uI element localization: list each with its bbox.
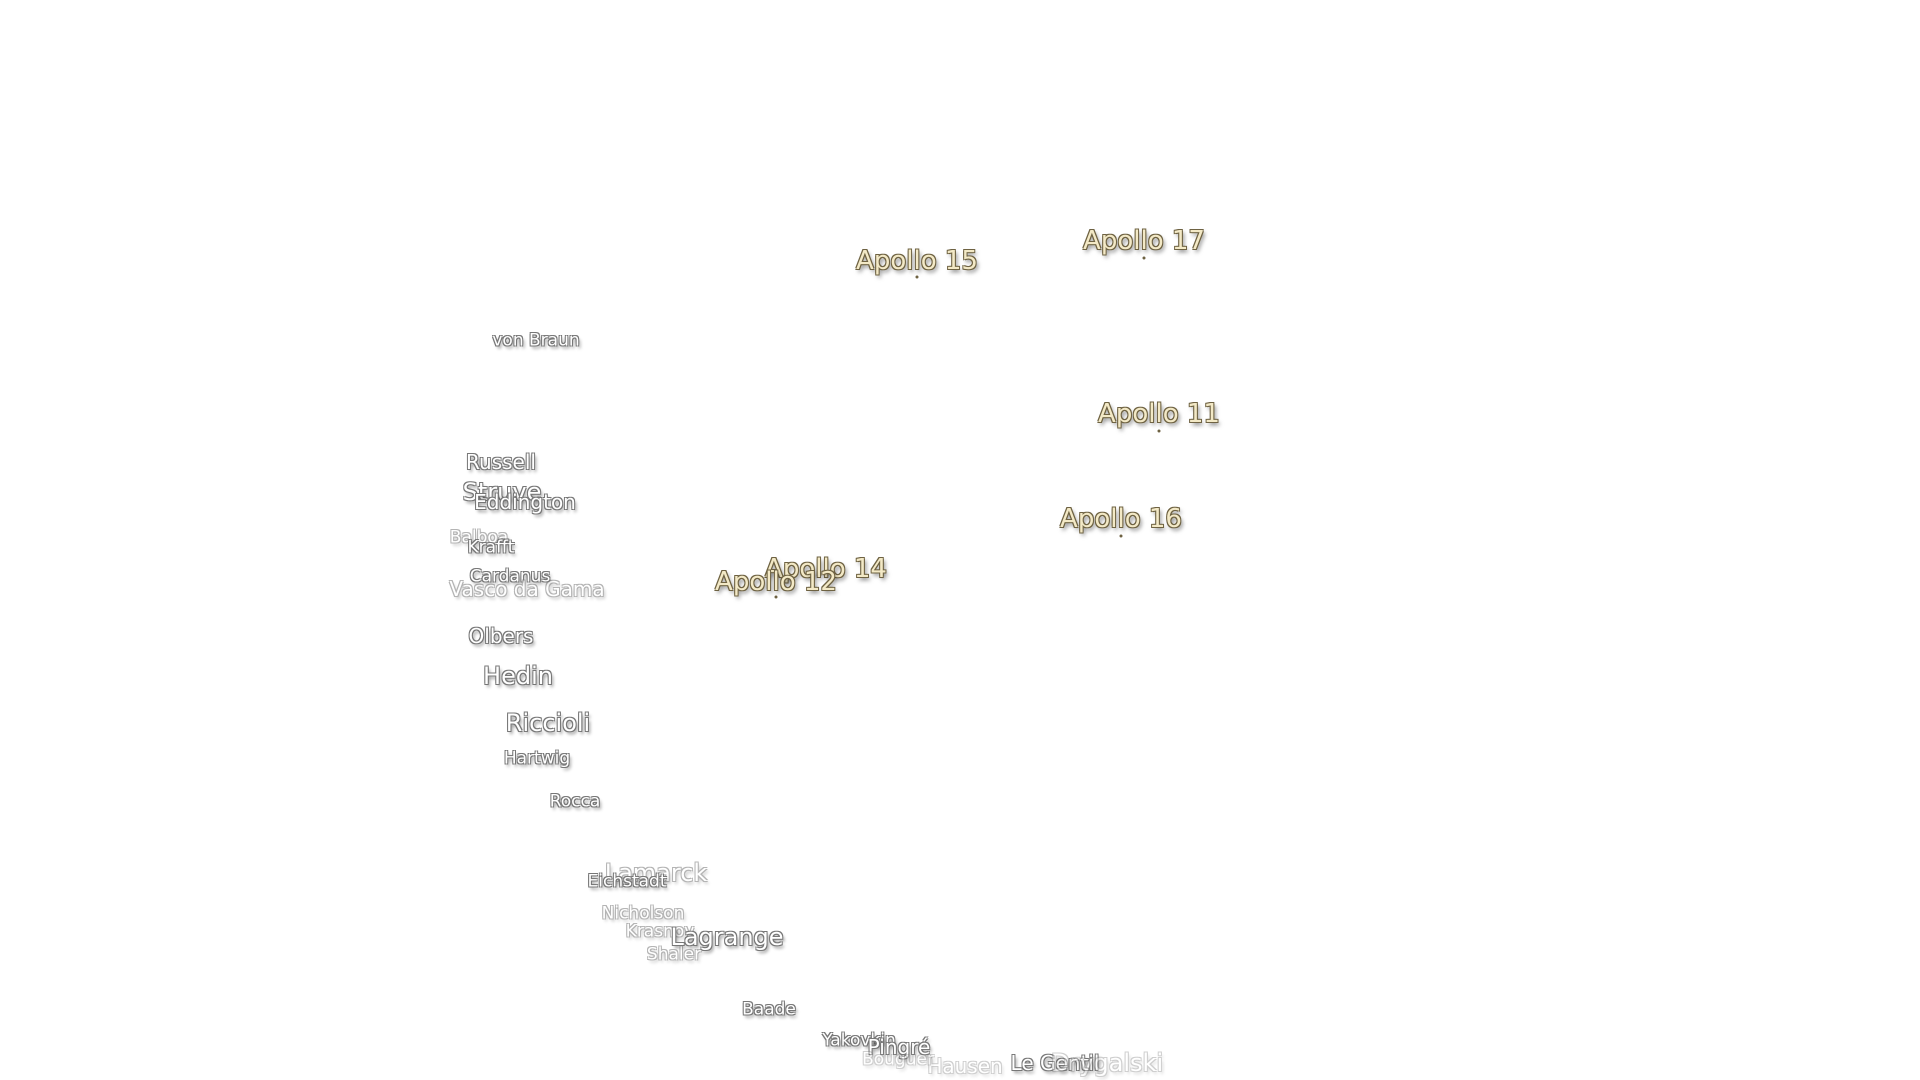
crater-label-le-gentil[interactable]: Le Gentil: [1010, 1051, 1100, 1075]
crater-label-shaler[interactable]: Shaler: [646, 944, 702, 965]
crater-label-balboa[interactable]: Balboa: [449, 527, 509, 548]
crater-label-eichstadt[interactable]: Eichstadt: [587, 871, 667, 892]
apollo-15-marker[interactable]: [915, 275, 919, 279]
crater-label-struve[interactable]: Struve: [462, 478, 542, 506]
crater-label-russell[interactable]: Russell: [466, 450, 536, 474]
apollo-17-marker[interactable]: [1142, 256, 1146, 260]
apollo-12-marker[interactable]: [774, 595, 778, 599]
crater-label-krafft[interactable]: Krafft: [467, 537, 515, 558]
crater-label-pingre[interactable]: Pingré: [867, 1035, 931, 1059]
crater-label-hedin[interactable]: Hedin: [483, 662, 553, 690]
crater-label-baade[interactable]: Baade: [742, 999, 796, 1020]
crater-label-drygalski[interactable]: Drygalski: [1050, 1049, 1164, 1077]
crater-label-rocca[interactable]: Rocca: [549, 791, 601, 812]
apollo-12-label[interactable]: Apollo 12: [715, 567, 837, 597]
crater-label-hausen[interactable]: Hausen: [927, 1054, 1003, 1078]
crater-label-lagrange[interactable]: Lagrange: [670, 923, 784, 951]
apollo-16-marker[interactable]: [1119, 534, 1123, 538]
crater-label-hartwig[interactable]: Hartwig: [503, 748, 571, 769]
crater-label-nicholson[interactable]: Nicholson: [601, 903, 685, 924]
crater-label-yakovkin[interactable]: Yakovkin: [822, 1030, 896, 1051]
crater-label-lamarck[interactable]: Lamarck: [604, 859, 708, 887]
crater-label-krasnov[interactable]: Krasnov: [625, 921, 695, 942]
crater-label-vasco-da-gama[interactable]: Vasco da Gama: [449, 577, 605, 601]
crater-label-riccioli[interactable]: Riccioli: [505, 709, 591, 737]
apollo-16-label[interactable]: Apollo 16: [1060, 504, 1182, 534]
apollo-14-label[interactable]: Apollo 14: [765, 554, 887, 584]
apollo-17-label[interactable]: Apollo 17: [1083, 226, 1205, 256]
crater-label-cardanus[interactable]: Cardanus: [469, 566, 551, 587]
crater-label-eddington[interactable]: Eddington: [474, 490, 576, 514]
apollo-15-label[interactable]: Apollo 15: [856, 246, 978, 276]
crater-label-von-braun[interactable]: von Braun: [492, 330, 580, 351]
apollo-11-marker[interactable]: [1157, 429, 1161, 433]
crater-label-olbers[interactable]: Olbers: [468, 624, 534, 648]
apollo-11-label[interactable]: Apollo 11: [1098, 399, 1220, 429]
crater-label-bouguer[interactable]: Bouguer: [862, 1049, 934, 1070]
